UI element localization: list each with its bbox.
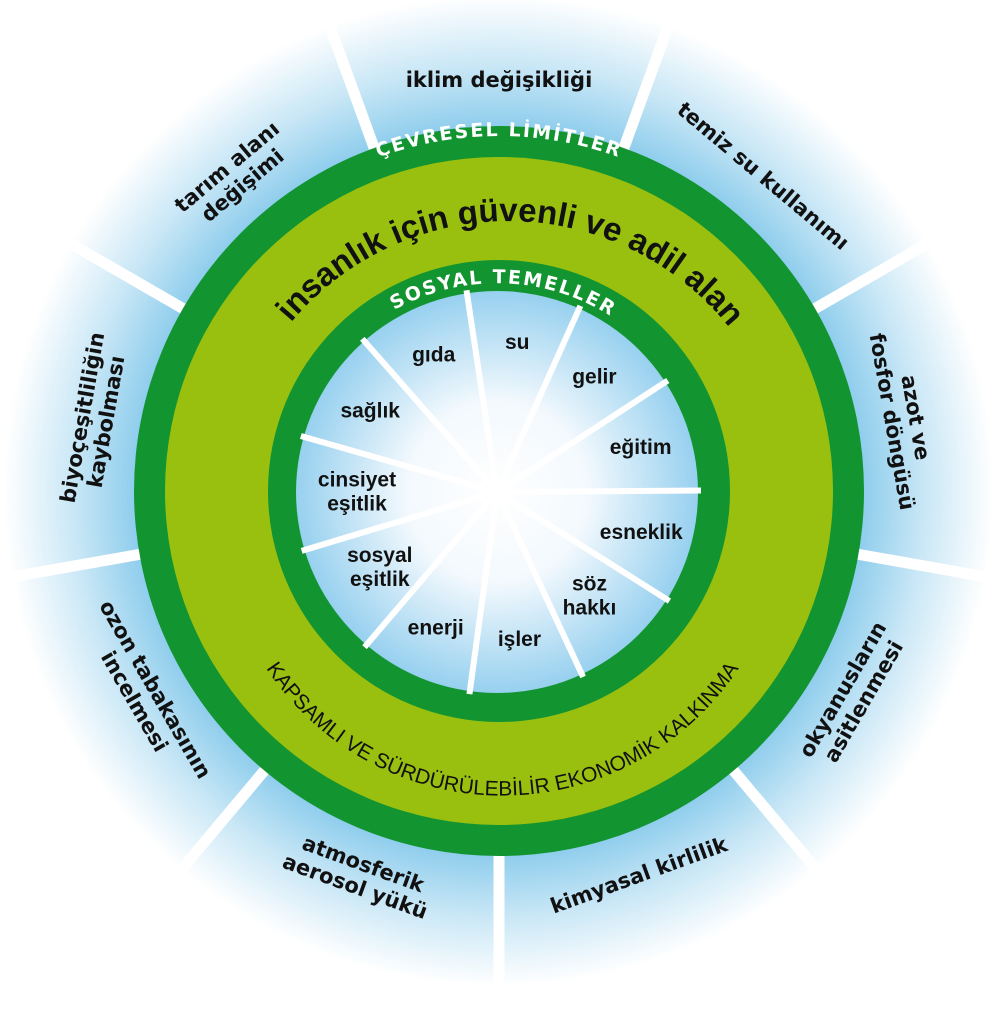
inner-spoke xyxy=(496,487,702,495)
inner-spoke xyxy=(300,433,498,495)
social-foundation-line: söz xyxy=(572,573,607,596)
social-foundation-line: hakkı xyxy=(563,597,617,620)
social-foundation-line: gelir xyxy=(572,365,616,388)
social-foundation-label: gıda xyxy=(412,344,455,367)
inner-spoke xyxy=(494,490,586,679)
inner-spoke xyxy=(300,489,498,554)
social-foundation-label: enerji xyxy=(408,616,464,639)
outer-spoke xyxy=(726,763,825,878)
social-foundation-line: gıda xyxy=(412,344,455,367)
outer-spoke xyxy=(322,19,382,155)
outer-spoke xyxy=(852,548,993,584)
social-foundation-line: su xyxy=(505,331,530,354)
social-foundation-label: sağlık xyxy=(340,399,400,422)
social-foundation-label: işler xyxy=(498,628,541,651)
social-foundation-line: eşitlik xyxy=(327,493,387,516)
inner-spoke xyxy=(495,489,672,604)
outer-spoke xyxy=(616,19,676,155)
outer-spoke xyxy=(5,548,146,584)
social-foundation-line: işler xyxy=(498,628,541,651)
social-foundation-line: esneklik xyxy=(600,521,683,544)
inner-spoke xyxy=(463,289,500,493)
inner-spoke xyxy=(362,490,500,650)
social-foundation-line: sağlık xyxy=(340,399,400,422)
inner-spokes xyxy=(300,289,702,695)
outer-spoke xyxy=(808,236,935,316)
environmental-limit-label: iklim değişikliği xyxy=(406,68,593,92)
social-foundation-line: eşitlik xyxy=(350,568,410,591)
outer-spoke xyxy=(173,763,272,878)
social-foundation-line: eğitim xyxy=(610,436,672,459)
social-foundation-label: esneklik xyxy=(600,521,683,544)
inner-spoke xyxy=(494,304,584,494)
social-foundation-line: sosyal xyxy=(347,544,412,567)
social-foundation-label: su xyxy=(505,331,530,354)
social-foundation-label: eğitim xyxy=(610,436,672,459)
social-foundation-line: cinsiyet xyxy=(318,469,396,492)
outer-spokes xyxy=(5,19,993,991)
social-foundation-line: enerji xyxy=(408,616,464,639)
inner-spoke xyxy=(495,377,670,495)
inner-spoke xyxy=(360,336,500,494)
social-foundation-label: gelir xyxy=(572,365,616,388)
inner-spoke xyxy=(466,491,500,695)
outer-spoke xyxy=(63,236,190,316)
environmental-limit-line: iklim değişikliği xyxy=(406,68,593,92)
